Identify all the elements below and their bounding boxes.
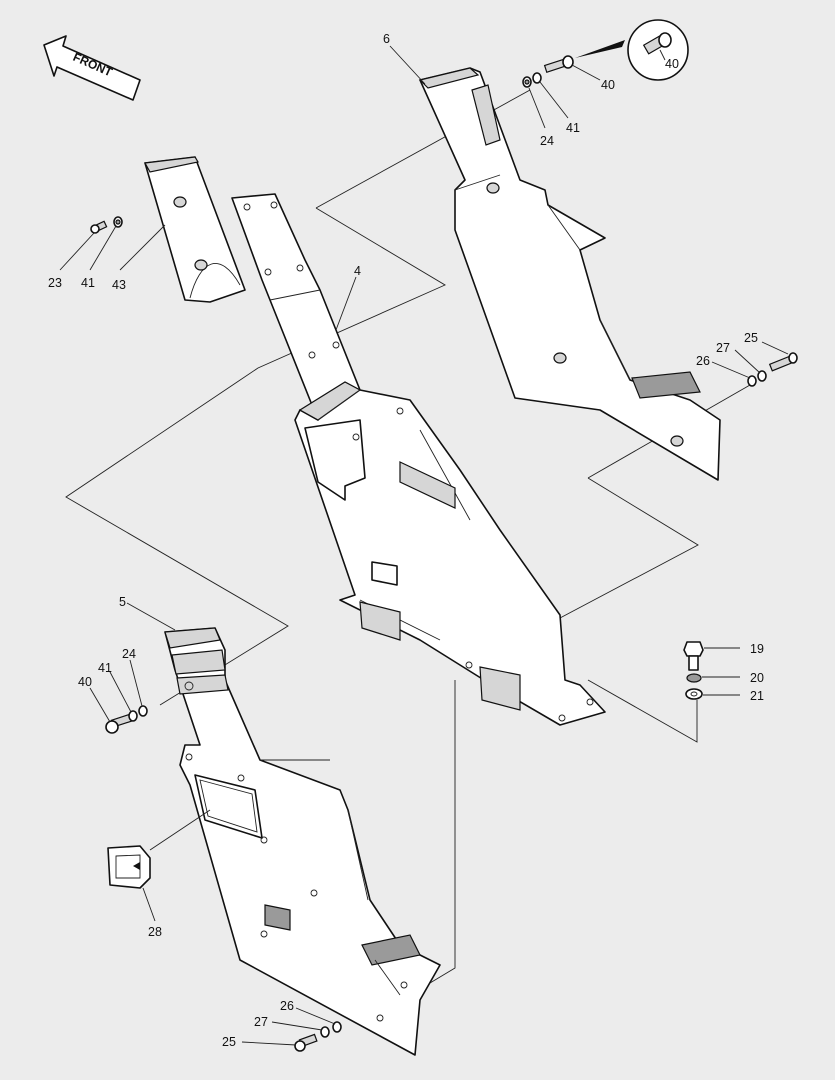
callout-19: 19 (750, 642, 764, 656)
callout-4: 4 (354, 264, 361, 278)
callout-27: 27 (254, 1015, 268, 1029)
callout-25: 25 (744, 331, 758, 345)
callout-27: 27 (716, 341, 730, 355)
part-6-cover (418, 67, 721, 481)
bolt-19-set (683, 641, 704, 700)
screw-40-left (105, 705, 148, 734)
callout-40: 40 (601, 78, 615, 92)
part-4-bracket (231, 193, 606, 726)
assembly-lines (65, 89, 751, 996)
callout-41: 41 (98, 661, 112, 675)
callout-41: 41 (566, 121, 580, 135)
leader-lines (59, 45, 789, 1046)
screw-40-top (522, 19, 689, 88)
callout-21: 21 (750, 689, 764, 703)
callout-25: 25 (222, 1035, 236, 1049)
callout-24: 24 (540, 134, 554, 148)
part-5-cover (164, 627, 441, 1056)
callout-20: 20 (750, 671, 764, 685)
callout-43: 43 (112, 278, 126, 292)
callout-41: 41 (81, 276, 95, 290)
callout-40: 40 (665, 57, 679, 71)
front-arrow: FRONT (43, 35, 141, 101)
part-43-cover (144, 156, 246, 303)
callout-24: 24 (122, 647, 136, 661)
callout-5: 5 (119, 595, 126, 609)
part-28-cap (107, 845, 151, 889)
screw-25-bottom (294, 1021, 342, 1052)
callout-6: 6 (383, 32, 390, 46)
callout-23: 23 (48, 276, 62, 290)
screw-25-right (747, 352, 798, 387)
screw-23 (90, 216, 123, 234)
callout-40: 40 (78, 675, 92, 689)
callout-26: 26 (696, 354, 710, 368)
callout-28: 28 (148, 925, 162, 939)
callouts: 4 5 6 19 20 21 23 41 43 40 41 24 40 40 4… (48, 32, 764, 1049)
callout-26: 26 (280, 999, 294, 1013)
